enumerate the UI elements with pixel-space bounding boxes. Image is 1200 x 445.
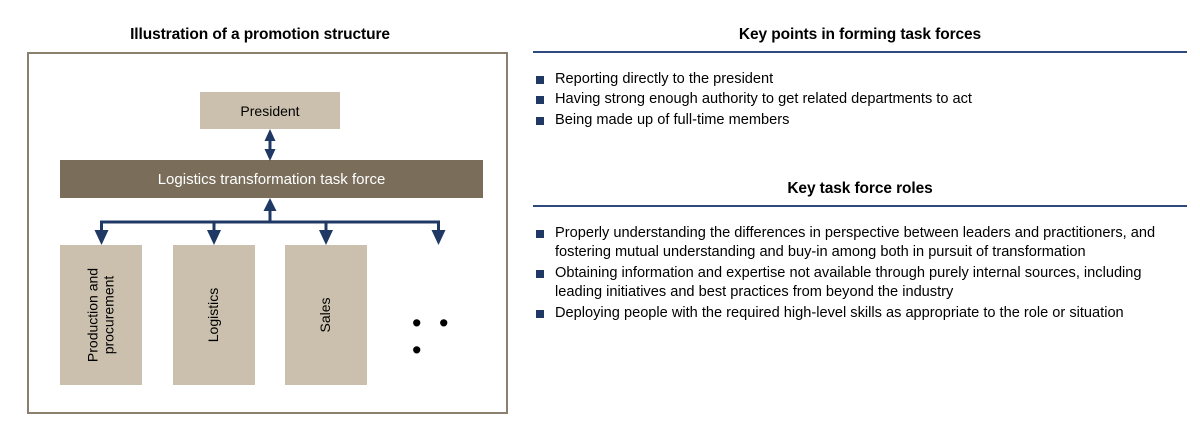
section-task-force-roles: Key task force roles <box>520 180 1200 207</box>
bullet-square-icon <box>536 96 544 105</box>
list-item-text: Properly understanding the differences i… <box>555 225 1156 261</box>
list-item: Obtaining information and expertise not … <box>533 264 1200 303</box>
list-item: Having strong enough authority to get re… <box>533 90 1200 109</box>
node-department-logistics: Logistics <box>173 245 255 385</box>
list-item-text: Deploying people with the required high-… <box>555 304 1124 321</box>
section-divider <box>533 205 1187 207</box>
node-department-sales: Sales <box>285 245 367 385</box>
section-task-force-roles-title: Key task force roles <box>787 180 933 197</box>
key-points-list: Reporting directly to the president Havi… <box>520 70 1200 131</box>
section-key-points: Key points in forming task forces <box>520 26 1200 53</box>
task-force-roles-list: Properly understanding the differences i… <box>520 224 1200 324</box>
list-item-text: Being made up of full-time members <box>555 111 790 128</box>
list-item: Being made up of full-time members <box>533 111 1200 130</box>
node-president-label: President <box>240 102 300 119</box>
node-department-logistics-label: Logistics <box>205 287 222 343</box>
left-panel-title: Illustration of a promotion structure <box>130 26 390 43</box>
bullet-square-icon <box>536 116 544 125</box>
section-key-points-title: Key points in forming task forces <box>738 26 982 43</box>
section-divider <box>533 51 1187 53</box>
list-item-text: Having strong enough authority to get re… <box>555 91 972 108</box>
list-item: Deploying people with the required high-… <box>533 304 1200 323</box>
key-points-panel: Key points in forming task forces Report… <box>520 0 1200 445</box>
node-department-production: Production and procurement <box>60 245 142 385</box>
promotion-structure-panel: Illustration of a promotion structure Pr… <box>0 0 520 445</box>
ellipsis-more-departments: • • • <box>412 308 454 365</box>
node-task-force: Logistics transformation task force <box>60 160 483 198</box>
bullet-square-icon <box>536 269 544 278</box>
node-task-force-label: Logistics transformation task force <box>157 170 386 188</box>
bullet-square-icon <box>536 309 544 318</box>
node-president: President <box>200 92 340 129</box>
node-department-production-label: Production and procurement <box>84 267 116 363</box>
list-item-text: Reporting directly to the president <box>555 71 774 87</box>
list-item: Properly understanding the differences i… <box>533 224 1200 263</box>
bullet-square-icon <box>536 230 544 238</box>
list-item: Reporting directly to the president <box>533 70 1200 89</box>
bullet-square-icon <box>536 76 544 84</box>
node-department-sales-label: Sales <box>317 297 334 333</box>
list-item-text: Obtaining information and expertise not … <box>555 264 1142 301</box>
